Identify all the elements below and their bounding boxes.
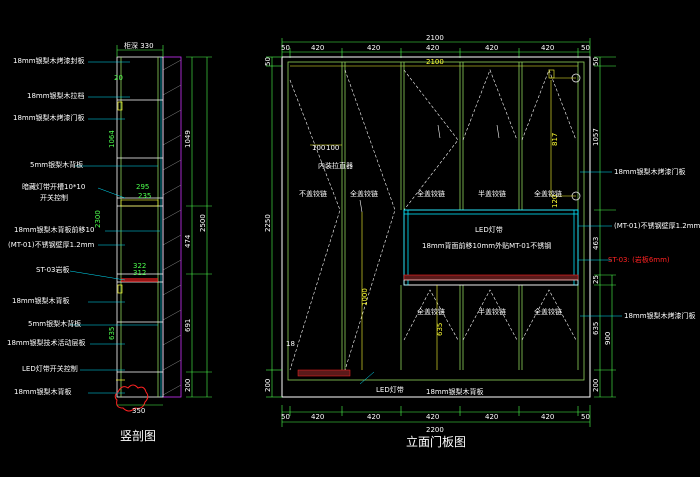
section-title: 竖剖图 (120, 429, 156, 443)
section-callout-5: 暗藏灯带开槽10*10 (22, 182, 85, 191)
wall-hatch (163, 57, 181, 397)
elev-inner-817: 817 (551, 133, 559, 146)
label-hinge-half-1: 半盖铰链 (478, 189, 506, 198)
elev-top-seg-3: 420 (426, 44, 439, 52)
section-callout-2: 18mm银梨木拉档 (27, 91, 85, 100)
section-dim-2500: 2500 (199, 214, 207, 232)
elev-callout-1: 18mm银梨木烤漆门板 (614, 167, 686, 176)
section-body (117, 57, 163, 397)
elev-left-2250: 2250 (264, 214, 272, 232)
elev-inner-18: 18 (286, 340, 295, 348)
elev-right-50: 50 (592, 57, 600, 66)
elev-inner-100a: 100 (312, 144, 325, 152)
elev-inner-635: 635 (436, 323, 444, 336)
label-hinge-full-3: 全盖铰链 (534, 189, 562, 198)
elev-inner-1000: 1000 (361, 288, 369, 306)
label-led: LED灯带 (475, 225, 503, 234)
section-callout-8: (MT-01)不锈钢壁厚1.2mm (8, 240, 95, 249)
elev-bot-seg-3: 420 (426, 413, 439, 421)
section-callout-13: LED灯带开关控制 (22, 364, 78, 373)
elev-bot-seg-5: 420 (541, 413, 554, 421)
section-bottom-dim: 350 (132, 407, 145, 415)
section-dim-1049: 1049 (184, 130, 192, 148)
section-dim-295: 295 (136, 183, 149, 191)
label-back-panel: 18mm背面前移10mm外贴MT-01不锈钢 (422, 241, 551, 250)
elev-top-seg-6: 50 (581, 44, 590, 52)
section-dim-635: 635 (108, 327, 116, 340)
section-dim-474: 474 (184, 234, 192, 248)
label-hinge-full-4: 全盖铰链 (417, 307, 445, 316)
section-top-label: 柜深 330 (124, 41, 154, 50)
elev-right-900: 900 (604, 332, 612, 345)
elev-inner-top: 2100 (426, 58, 444, 66)
elev-bot-seg-2: 420 (367, 413, 380, 421)
label-hinge-plain: 不盖铰链 (299, 189, 327, 198)
label-hinge-full-2: 全盖铰链 (417, 189, 445, 198)
elev-right-635: 635 (592, 322, 600, 335)
section-dim-20: 20 (114, 74, 123, 82)
section-view: 柜深 330 350 1049 2500 474 691 200 1064 29… (7, 41, 212, 443)
elev-top-seg-2: 420 (367, 44, 380, 52)
elev-left-200: 200 (264, 379, 272, 392)
elev-right-200: 200 (592, 379, 600, 392)
hinge-markers (572, 74, 580, 200)
label-back-panel-2: 18mm银梨木背板 (426, 387, 484, 396)
section-callout-11: 5mm银梨木背板 (28, 319, 81, 328)
section-callout-9: ST-03岩板 (36, 265, 70, 274)
section-callout-7: 18mm银梨木背板前移10 (14, 225, 94, 234)
section-callout-14: 18mm银梨木背板 (14, 387, 72, 396)
elev-top-seg-1: 420 (311, 44, 324, 52)
label-hinge-full-5: 全盖铰链 (534, 307, 562, 316)
led-strip-bottom (298, 370, 350, 376)
elev-top-total: 2100 (426, 34, 444, 42)
elevation-view: 2100 50 420 420 420 420 420 50 2100 (264, 34, 700, 449)
elev-callout-2: (MT-01)不锈钢壁厚1.2mm (614, 221, 700, 230)
section-shelves (117, 100, 163, 372)
elev-top-seg-0: 50 (281, 44, 290, 52)
label-hinge-half-2: 半盖铰链 (478, 307, 506, 316)
elev-right-463: 463 (592, 237, 600, 250)
elev-top-seg-4: 420 (485, 44, 498, 52)
stone-shelf (404, 275, 578, 280)
elev-bot-seg-0: 50 (281, 413, 290, 421)
elev-bot-seg-1: 420 (311, 413, 324, 421)
elev-frame (282, 57, 590, 397)
elev-top-seg-5: 420 (541, 44, 554, 52)
label-pull: 内装拉直器 (318, 161, 353, 170)
elev-bot-total: 2200 (426, 426, 444, 434)
section-dim-312: 312 (133, 269, 146, 277)
section-callout-4: 5mm银梨木背板 (30, 160, 83, 169)
section-dim-691: 691 (184, 319, 192, 332)
elevation-title: 立面门板图 (406, 434, 466, 449)
elev-bot-seg-6: 50 (581, 413, 590, 421)
elev-right-25: 25 (592, 275, 600, 284)
section-dim-2300: 2300 (94, 210, 102, 228)
section-callout-6: 开关控制 (40, 193, 68, 202)
elev-callout-3: ST-03: (岩板6mm) (608, 255, 670, 264)
elev-bot-seg-4: 420 (485, 413, 498, 421)
section-callout-1: 18mm银梨木烤漆封板 (13, 56, 85, 65)
section-callout-12: 18mm银梨技术活动层板 (7, 338, 86, 347)
section-dim-200: 200 (184, 379, 192, 392)
label-led-2: LED灯带 (376, 385, 404, 394)
section-callout-10: 18mm银梨木背板 (12, 296, 70, 305)
section-callout-3: 18mm银梨木烤漆门板 (13, 113, 85, 122)
section-dim-235: 235 (138, 192, 151, 200)
label-hinge-full-1: 全盖铰链 (350, 189, 378, 198)
elev-callout-4: 18mm银梨木烤漆门板 (624, 311, 696, 320)
section-dim-1064: 1064 (108, 130, 116, 148)
wall-hatch-lines (163, 60, 181, 395)
elev-right-1057: 1057 (592, 128, 600, 146)
elev-left-50: 50 (264, 57, 272, 66)
elev-inner-100b: 100 (326, 144, 339, 152)
